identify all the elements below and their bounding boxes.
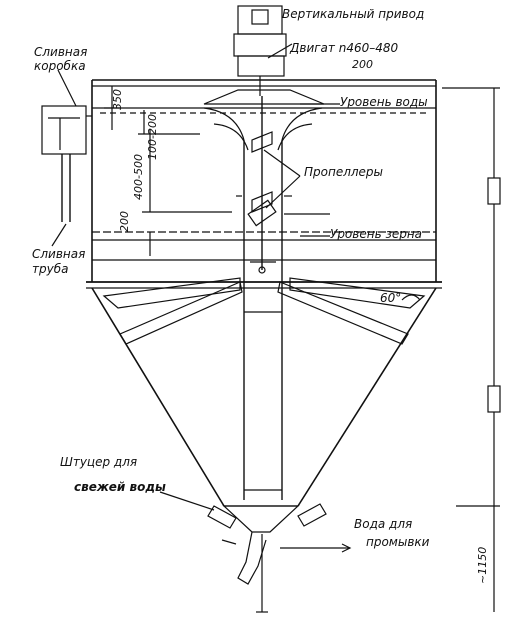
funnel-right xyxy=(281,107,323,141)
cone-right-wall xyxy=(297,287,437,507)
propeller-leader-2 xyxy=(265,175,301,209)
flush-water-fitting-body xyxy=(297,503,327,527)
fresh-water-leader xyxy=(159,491,215,511)
overflow-box-leader xyxy=(57,69,77,107)
label-overflow-pipe-2: труба xyxy=(32,262,68,276)
label-dim-1150: ~1150 xyxy=(476,547,489,584)
label-overflow-pipe-1: Сливная xyxy=(32,247,85,261)
label-dim-400-500: 400-500 xyxy=(132,154,145,200)
propeller-3 xyxy=(247,199,277,227)
label-drive-line2: Двигат n460–480 xyxy=(289,41,398,55)
label-grain-level: Уровень зерна xyxy=(330,227,422,241)
deflector-cap xyxy=(203,89,325,105)
label-dim-200: 200 xyxy=(118,211,131,232)
reducer-body xyxy=(237,55,285,77)
dimension-break-1 xyxy=(487,177,501,205)
label-dim-200-top: 200 xyxy=(352,58,373,71)
label-fitting-1: Штуцер для xyxy=(60,455,137,469)
label-drive-line1: Вертикальный привод xyxy=(282,7,424,21)
outlet-cone xyxy=(222,505,300,533)
funnel-left-inner xyxy=(213,123,249,151)
label-flush-2: промывки xyxy=(366,535,430,549)
shaft-bearing xyxy=(258,266,266,274)
fitting-stub xyxy=(221,539,237,545)
overflow-box xyxy=(41,105,87,155)
label-overflow-box-1: Сливная xyxy=(34,45,87,59)
outlet-pipe xyxy=(237,531,267,585)
cone-left-wall xyxy=(91,287,225,507)
fresh-water-fitting xyxy=(207,505,237,529)
flush-water-arrow xyxy=(341,543,352,553)
angle-arc xyxy=(401,294,421,301)
propeller-leader-1 xyxy=(263,149,301,177)
support-strut-right xyxy=(289,277,426,309)
motor-window xyxy=(251,9,269,25)
propeller-2 xyxy=(251,191,273,213)
label-dim-350: 350 xyxy=(111,89,124,110)
drawing-lines xyxy=(41,5,501,613)
dimension-break-2 xyxy=(487,385,501,413)
support-strut-right-lower xyxy=(277,281,409,345)
drive-leader xyxy=(267,43,293,59)
label-overflow-box-2: коробка xyxy=(34,59,86,73)
funnel-left xyxy=(203,107,245,141)
support-strut-left-lower xyxy=(119,281,243,345)
label-dim-100-200: 100-200 xyxy=(146,114,159,160)
support-strut-left xyxy=(102,277,241,309)
propeller-1 xyxy=(251,131,273,153)
label-propellers: Пропеллеры xyxy=(304,165,383,179)
label-fitting-2: свежей воды xyxy=(74,480,166,494)
overflow-pipe-leader xyxy=(51,223,67,247)
funnel-right-inner xyxy=(277,123,313,151)
label-water-level: Уровень воды xyxy=(340,95,428,109)
label-flush-1: Вода для xyxy=(354,517,412,531)
label-angle: 60° xyxy=(380,291,401,305)
